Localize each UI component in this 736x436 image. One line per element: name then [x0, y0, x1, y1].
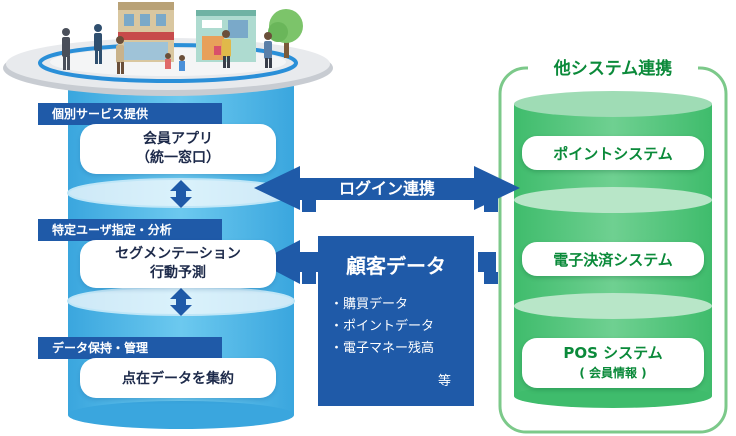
point-system-pill: ポイントシステム — [522, 136, 704, 170]
tag-service: 個別サービス提供 — [38, 103, 222, 125]
customer-data-arrow — [258, 240, 496, 284]
customer-data-box — [318, 236, 474, 406]
customer-data-list: ・購買データ ・ポイントデータ ・電子マネー残高 — [330, 294, 470, 360]
member-app-label: 会員アプリ — [143, 131, 213, 147]
vertical-arrow-2 — [170, 288, 192, 316]
other-systems-title: 他システム連携 — [528, 56, 698, 82]
pos-system-label: POS システム — [563, 344, 663, 362]
point-system-label: ポイントシステム — [553, 144, 673, 163]
segmentation-label: セグメンテーション — [115, 246, 241, 262]
customer-item-emoney: ・電子マネー残高 — [330, 341, 435, 356]
member-app-pill: 会員アプリ （統一窓口） — [80, 124, 276, 174]
segmentation-pill: セグメンテーション 行動予測 — [80, 240, 276, 288]
behavior-prediction-label: 行動予測 — [150, 265, 206, 281]
customer-etc: 等 — [438, 374, 452, 389]
dashed-connectors — [302, 198, 498, 284]
town-illustration — [62, 2, 303, 74]
payment-system-pill: 電子決済システム — [522, 242, 704, 276]
pos-system-pill: POS システム ( 会員情報 ) — [522, 338, 704, 388]
member-app-sub: （統一窓口） — [136, 150, 220, 166]
customer-item-points: ・ポイントデータ — [330, 319, 435, 334]
tag-analysis: 特定ユーザ指定・分析 — [38, 219, 222, 241]
customer-data-title: 顧客データ — [346, 254, 446, 278]
aggregate-data-label: 点在データを集約 — [122, 371, 234, 387]
vertical-arrow-1 — [170, 180, 192, 208]
login-link-label: ログイン連携 — [338, 179, 435, 198]
payment-system-label: 電子決済システム — [553, 250, 673, 269]
aggregate-data-pill: 点在データを集約 — [80, 358, 276, 398]
customer-item-purchase: ・購買データ — [330, 297, 409, 312]
tag-data-management: データ保持・管理 — [38, 337, 222, 359]
pos-system-sub: ( 会員情報 ) — [579, 366, 647, 380]
